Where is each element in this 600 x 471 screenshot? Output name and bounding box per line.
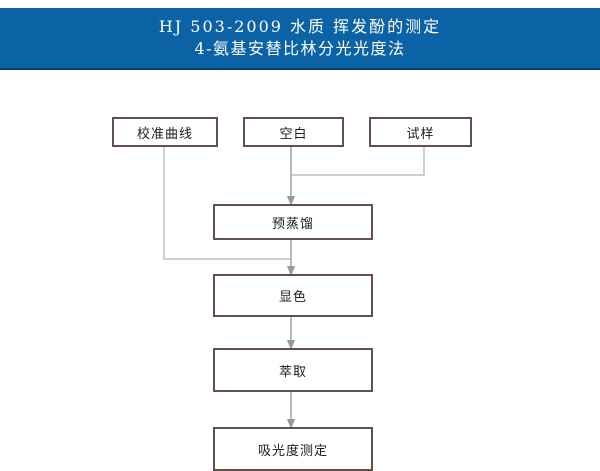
flowchart-connector-layer <box>163 147 425 430</box>
flow-node-label: 显色 <box>278 290 307 305</box>
connector-calibration-to-color <box>163 147 291 260</box>
flow-node-label: 空白 <box>279 126 308 142</box>
flow-node-color-development[interactable]: 显色 <box>213 274 373 317</box>
flow-node-label: 萃取 <box>278 364 307 380</box>
flow-node-absorbance-measurement[interactable]: 吸光度测定 <box>213 427 373 471</box>
flow-node-pre-distillation[interactable]: 预蒸馏 <box>213 204 373 240</box>
flow-node-blank[interactable]: 空白 <box>243 117 344 147</box>
flowchart-diagram: 校准曲线 空白 试样 预蒸馏 显色 萃取 吸光度测定 <box>0 70 600 471</box>
page-title-banner: HJ 503-2009 水质 挥发酚的测定 4-氨基安替比林分光光度法 <box>0 8 600 70</box>
flow-node-label: 校准曲线 <box>136 126 193 142</box>
flow-node-sample[interactable]: 试样 <box>369 117 472 147</box>
flow-node-calibration-curve[interactable]: 校准曲线 <box>112 117 218 147</box>
flow-node-extraction[interactable]: 萃取 <box>213 348 373 392</box>
flow-node-label: 吸光度测定 <box>257 443 328 459</box>
flow-node-label: 试样 <box>406 126 435 142</box>
page-title-line-2: 4-氨基安替比林分光光度法 <box>194 39 406 58</box>
connector-sample-to-predistillation <box>292 147 425 176</box>
flow-node-label: 预蒸馏 <box>271 216 314 232</box>
page-title-line-1: HJ 503-2009 水质 挥发酚的测定 <box>158 17 442 36</box>
